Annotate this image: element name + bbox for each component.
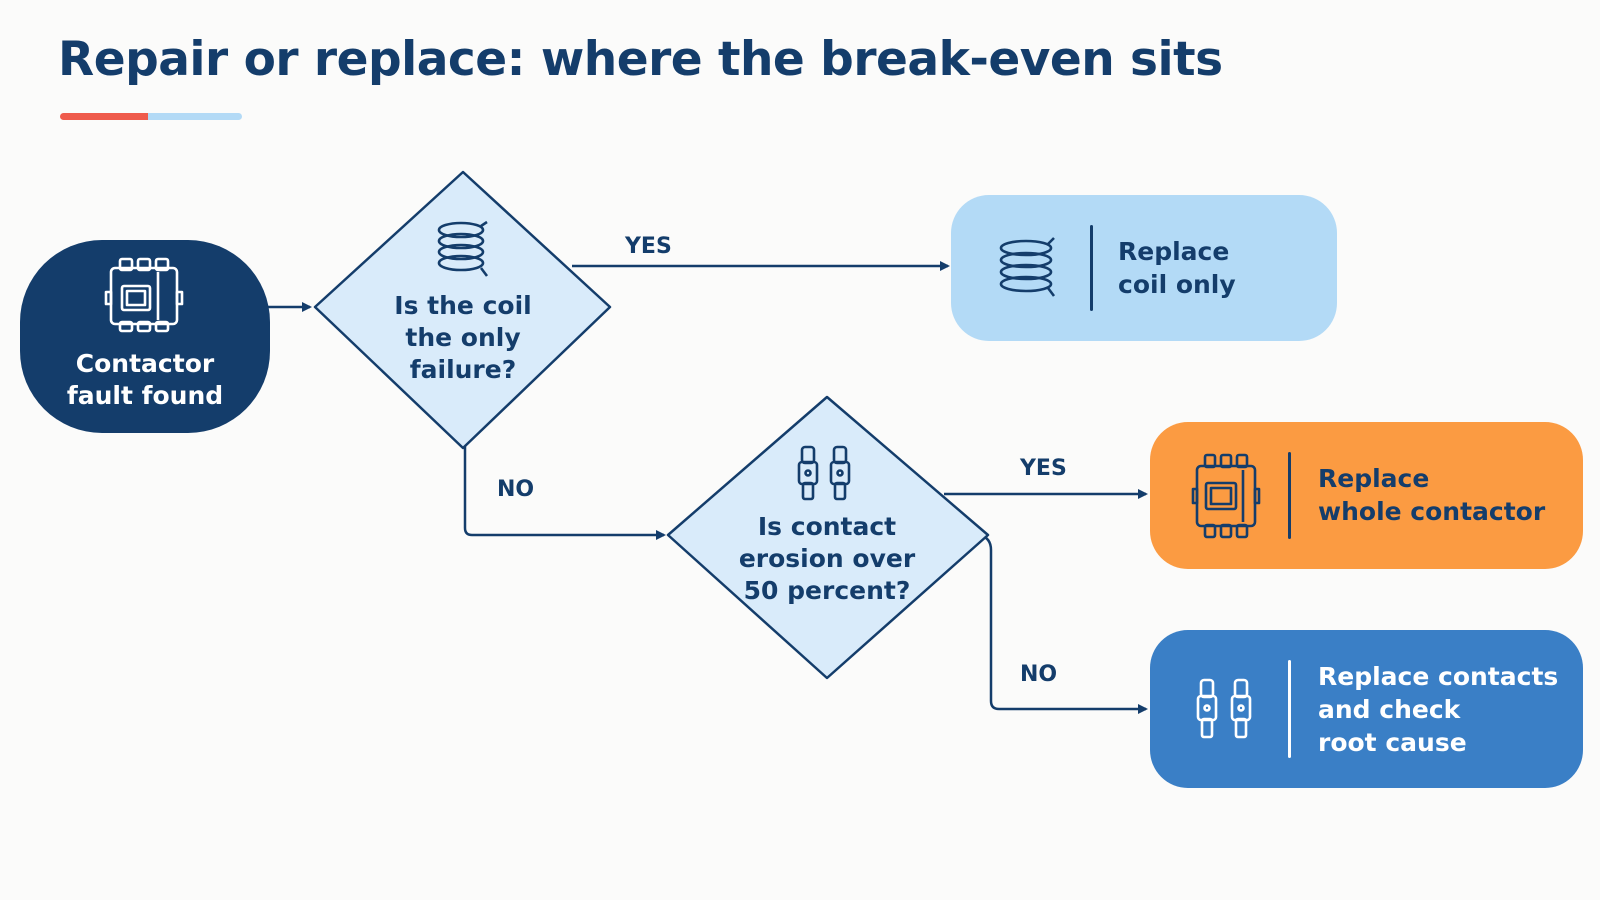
decision1-diamond: [313, 170, 612, 450]
result-contacts-line3: root cause: [1318, 728, 1467, 757]
result-coil-text: Replace coil only: [1118, 235, 1236, 301]
arrow-decision1-no: [463, 446, 666, 540]
result-separator: [1090, 225, 1093, 311]
decision2-line2: erosion over: [738, 544, 916, 573]
start-node-label: Contactor fault found: [20, 348, 270, 412]
decision1-line2: the only: [405, 323, 521, 352]
start-line1: Contactor: [75, 349, 215, 378]
coil-icon: [999, 237, 1056, 297]
result-coil-line2: coil only: [1118, 270, 1236, 299]
decision2-line1: Is contact: [757, 512, 897, 541]
underline-blue-segment: [148, 113, 242, 120]
arrow-decision2-no: [979, 533, 1148, 714]
decision2-line3: 50 percent?: [743, 576, 911, 605]
result-contactor-line1: Replace: [1318, 464, 1430, 493]
underline-red-segment: [60, 113, 150, 120]
coil-icon: [437, 220, 489, 277]
page-title: Repair or replace: where the break-even …: [58, 32, 1223, 87]
start-line2: fault found: [66, 381, 224, 410]
decision1-label: Is the coil the only failure?: [363, 290, 563, 386]
result-contacts-line2: and check: [1318, 695, 1461, 724]
result-contactor-line2: whole contactor: [1318, 497, 1546, 526]
result-replace-coil: Replace coil only: [951, 195, 1337, 341]
decision2-label: Is contact erosion over 50 percent?: [727, 511, 927, 607]
contacts-icon: [797, 445, 851, 501]
decision1-line1: Is the coil: [394, 291, 532, 320]
result-replace-contacts: Replace contacts and check root cause: [1150, 630, 1583, 788]
result-coil-line1: Replace: [1118, 237, 1230, 266]
result-contactor-text: Replace whole contactor: [1318, 462, 1545, 528]
result-separator: [1288, 452, 1291, 539]
decision1-line3: failure?: [409, 355, 517, 384]
result-replace-contactor: Replace whole contactor: [1150, 422, 1583, 569]
edge-label-decision2-yes: YES: [1020, 456, 1067, 481]
edge-label-decision2-no: NO: [1020, 662, 1058, 687]
result-separator: [1288, 660, 1291, 758]
edge-label-decision1-no: NO: [497, 477, 535, 502]
edge-label-decision1-yes: YES: [625, 234, 672, 259]
result-contacts-line1: Replace contacts: [1318, 662, 1559, 691]
title-underline: [60, 113, 242, 120]
decision2-diamond: [666, 395, 990, 680]
start-node: [20, 240, 270, 433]
result-contacts-text: Replace contacts and check root cause: [1318, 660, 1558, 759]
contacts-icon: [1196, 678, 1252, 739]
contactor-icon: [1191, 453, 1261, 539]
contactor-icon: [104, 257, 184, 333]
